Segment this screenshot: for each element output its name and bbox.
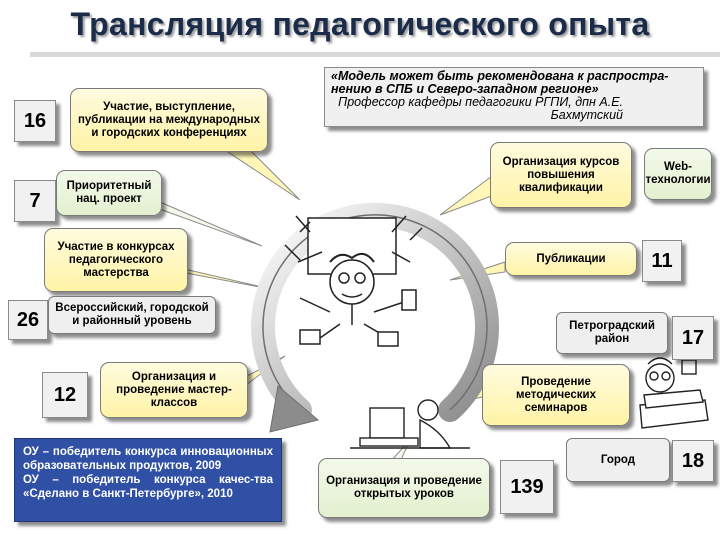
winner-note: ОУ – победитель конкурса инновационных о… (14, 438, 282, 522)
node-contests: Участие в конкурсах педагогического маст… (44, 228, 188, 292)
node-city: Город (566, 438, 670, 482)
quote-author: Профессор кафедры педагогики РГПИ, дпн А… (338, 95, 623, 122)
node-levels: Всероссийский, городской и районный уров… (48, 296, 216, 334)
cycle-arrow-ring-outline (262, 214, 488, 411)
node-masterclasses: Организация и проведение мастер-классов (100, 362, 248, 418)
cycle-arrowhead (269, 385, 320, 433)
node-conferences: Участие, выступление, публикации на межд… (70, 88, 268, 152)
count-district: 17 (672, 316, 714, 360)
count-city: 18 (672, 440, 714, 482)
busy-teacher-figure (284, 215, 423, 347)
count-levels: 26 (8, 300, 48, 340)
node-publications: Публикации (505, 242, 637, 276)
count-conferences: 16 (14, 100, 56, 142)
quote-text: «Модель может быть рекомендована к распр… (331, 69, 669, 96)
winner-note-text: ОУ – победитель конкурса инновационных о… (23, 446, 273, 500)
pointer-conferences (223, 149, 301, 201)
node-national-project: Приоритетный нац. проект (56, 170, 162, 216)
node-courses: Организация курсов повышения квалификаци… (490, 142, 632, 208)
count-publications: 11 (642, 240, 682, 282)
reader-with-books-figure (639, 357, 709, 429)
node-district: Петроградский район (556, 312, 668, 354)
title-underline (30, 52, 720, 57)
quote-box: «Модель может быть рекомендована к распр… (324, 67, 704, 127)
node-seminars: Проведение методических семинаров (482, 364, 630, 426)
page-title: Трансляция педагогического опыта (70, 6, 650, 42)
node-web: Web-технологии (644, 148, 712, 200)
count-open-lessons: 139 (500, 460, 554, 514)
node-open-lessons: Организация и проведение открытых уроков (318, 458, 490, 518)
count-national-project: 7 (14, 180, 56, 222)
count-masterclasses: 12 (42, 372, 88, 418)
person-at-computer-figure (350, 399, 470, 449)
